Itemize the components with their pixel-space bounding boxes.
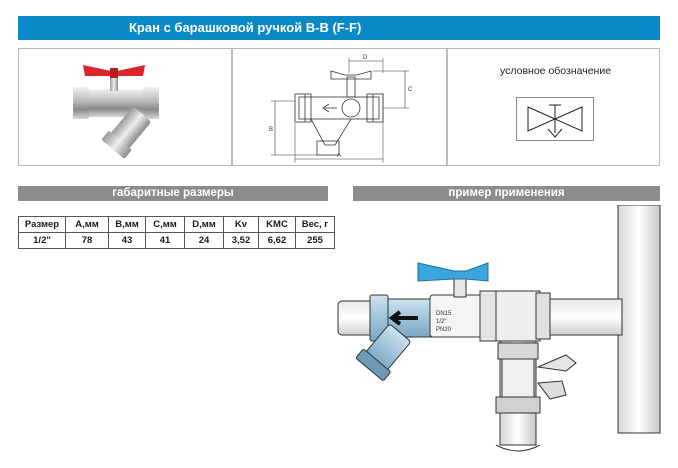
table-cell: 6,62 — [258, 232, 296, 249]
dimensions-header: габаритные размеры — [18, 186, 328, 201]
col-header: C,мм — [145, 216, 185, 233]
technical-drawing: D C B A — [269, 55, 413, 163]
product-photo-panel — [18, 48, 232, 166]
table-cell: 43 — [108, 232, 146, 249]
table-cell: 1/2" — [18, 232, 66, 249]
col-header: Размер — [18, 216, 66, 233]
col-header: KMC — [258, 216, 296, 233]
technical-drawing-panel: D C B A — [232, 48, 447, 166]
page-title: Кран с барашковой ручкой В-В (F-F) — [129, 20, 362, 35]
valve-symbol-icon — [516, 97, 594, 141]
table-cell: 24 — [184, 232, 224, 249]
col-header: Kv — [223, 216, 259, 233]
dim-label-b: B — [269, 127, 273, 133]
col-header: D,мм — [184, 216, 224, 233]
symbol-label: условное обозначение — [500, 65, 612, 77]
col-header: B,мм — [108, 216, 146, 233]
table-cell: 255 — [295, 232, 335, 249]
title-bar: Кран с барашковой ручкой В-В (F-F) — [18, 16, 660, 40]
col-header: A,мм — [65, 216, 109, 233]
example-header: пример применения — [353, 186, 660, 201]
table-cell: 41 — [145, 232, 185, 249]
valve-marking-size: 1/2" — [436, 319, 446, 325]
table-row: 1/2" 78 43 41 24 3,52 6,62 255 — [18, 232, 335, 249]
application-example: DN15 1/2" PN20 — [337, 205, 661, 452]
valve-marking-dn: DN15 — [436, 311, 452, 317]
dim-label-d: D — [363, 55, 368, 61]
red-handle — [83, 65, 145, 76]
dim-label-a: A — [337, 153, 341, 159]
product-photo — [73, 65, 159, 159]
table-cell: 3,52 — [223, 232, 259, 249]
dimensions-table: Размер A,мм B,мм C,мм D,мм Kv KMC Вес, г… — [18, 216, 335, 249]
col-header: Вес, г — [295, 216, 335, 233]
blue-handle — [417, 262, 489, 282]
valve-marking-pn: PN20 — [436, 327, 452, 333]
table-cell: 78 — [65, 232, 109, 249]
table-header-row: Размер A,мм B,мм C,мм D,мм Kv KMC Вес, г — [18, 216, 335, 233]
symbol-panel: условное обозначение — [447, 48, 660, 166]
dim-label-c: C — [408, 87, 413, 93]
